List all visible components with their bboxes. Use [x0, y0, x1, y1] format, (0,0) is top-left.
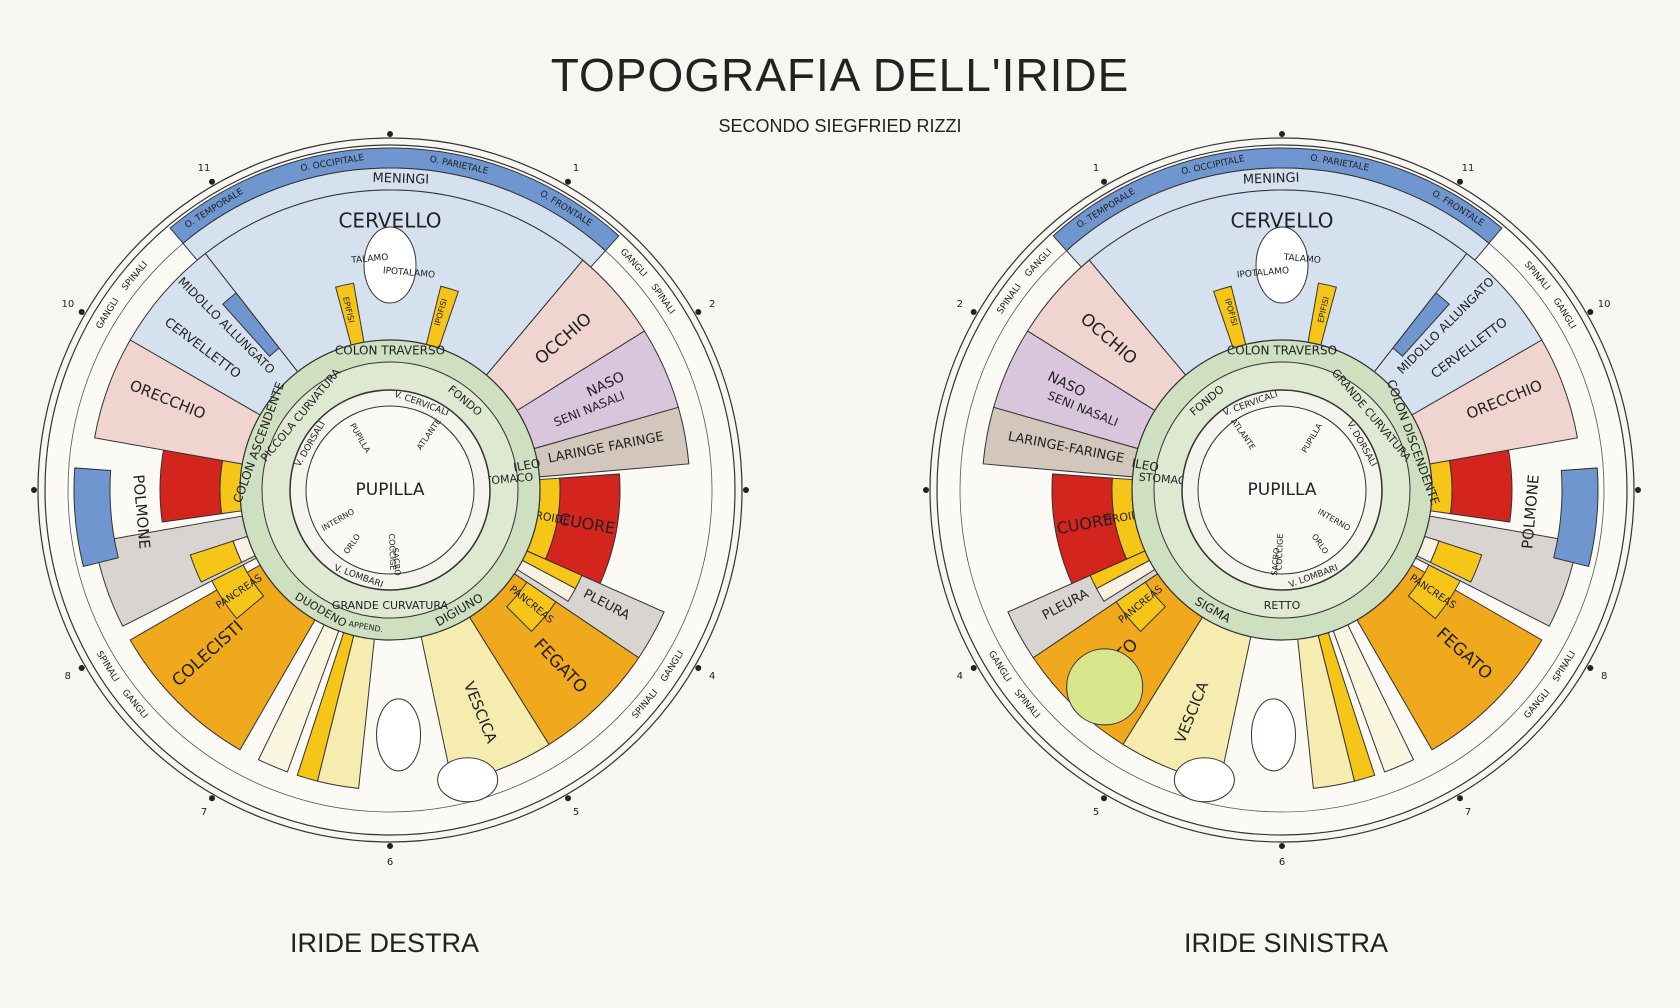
pupil-circle — [1197, 405, 1367, 575]
hour-label-11: 11 — [1462, 163, 1475, 174]
hour-label-10: 10 — [61, 299, 74, 310]
hour-label-5: 5 — [573, 807, 579, 818]
hour-dot — [78, 665, 85, 671]
hour-dot — [209, 178, 215, 185]
hour-label-8: 8 — [65, 671, 71, 682]
talamo-oval — [363, 226, 417, 304]
hour-label-1: 1 — [573, 163, 579, 174]
milza-circle — [1066, 648, 1144, 726]
hour-dot — [1587, 309, 1594, 315]
hour-dot — [1279, 843, 1285, 849]
label-meningi: MENINGI — [1243, 171, 1300, 188]
pupilla-label: PUPILLA — [356, 480, 425, 500]
label-colon-traverso: COLON TRAVERSO — [335, 344, 445, 358]
label-retto: RETTO — [1264, 599, 1301, 612]
utero-oval — [1250, 698, 1296, 772]
label-coccige: COCCIGE — [1275, 533, 1285, 570]
hour-label-2: 2 — [709, 299, 715, 310]
hour-dot — [1457, 795, 1463, 802]
caption-iride-sinistra: IRIDE SINISTRA — [1184, 928, 1389, 958]
cuore-left-block — [159, 449, 224, 523]
hour-dot — [923, 487, 929, 493]
cuore-left-block — [1448, 449, 1513, 523]
pupil-circle — [305, 405, 475, 575]
hour-dot — [1457, 178, 1463, 185]
label-ileo: ILEO — [512, 456, 541, 475]
label-sacro: SACRO — [391, 547, 402, 576]
hour-dot — [970, 309, 977, 315]
hour-dot — [209, 795, 215, 802]
hour-label-7: 7 — [1465, 807, 1471, 818]
hour-label-4: 4 — [957, 671, 963, 682]
label-ipotalamo: IPOTALAMO — [382, 266, 435, 281]
hour-dot — [1279, 131, 1285, 137]
hour-label-7: 7 — [201, 807, 207, 818]
hour-dot — [387, 131, 393, 137]
label-talamo: TALAMO — [1282, 253, 1321, 266]
label-colon-traverso: COLON TRAVERSO — [1227, 344, 1337, 358]
hour-dot — [743, 487, 749, 493]
grandi-labbra-oval — [437, 757, 499, 803]
label-coccige: COCCIGE — [387, 533, 397, 570]
hour-label-5: 5 — [1093, 807, 1099, 818]
utero-oval — [376, 698, 422, 772]
caption-iride-destra: IRIDE DESTRA — [290, 928, 480, 958]
hour-label-1: 1 — [1093, 163, 1099, 174]
hour-label-2: 2 — [957, 299, 963, 310]
hour-label-8: 8 — [1601, 671, 1607, 682]
hour-dot — [78, 309, 85, 315]
cervicale-box — [1553, 467, 1599, 568]
label-sacro: SACRO — [1270, 547, 1281, 576]
talamo-oval — [1255, 226, 1309, 304]
pancreas-pill — [1115, 581, 1167, 633]
hour-dot — [970, 665, 977, 671]
hour-dot — [387, 843, 393, 849]
epilessia-bar-a — [1392, 292, 1450, 357]
cervicale-box — [73, 467, 119, 568]
label-meningi: MENINGI — [372, 171, 429, 188]
hour-dot — [1635, 487, 1641, 493]
hour-dot — [1587, 665, 1594, 671]
hour-dot — [1101, 795, 1107, 802]
outer-guide-ring — [929, 137, 1635, 843]
pancreas-pill — [505, 581, 557, 633]
hour-dot — [1101, 178, 1107, 185]
pupilla-label: PUPILLA — [1248, 480, 1317, 500]
label-grande-curvatura: GRANDE CURVATURA — [332, 599, 449, 612]
pancreas-left-pill — [1407, 564, 1461, 620]
label-stomaco: STOMACO — [1138, 470, 1195, 488]
hour-dot — [31, 487, 37, 493]
hour-label-10: 10 — [1598, 299, 1611, 310]
hour-label-11: 11 — [198, 163, 211, 174]
grandi-labbra-oval — [1173, 757, 1235, 803]
hour-dot — [565, 795, 571, 802]
hour-label-6: 6 — [1279, 857, 1285, 868]
label-talamo: TALAMO — [350, 253, 389, 266]
hour-dot — [695, 665, 702, 671]
page-subtitle: SECONDO SIEGFRIED RIZZI — [718, 116, 962, 136]
label-ipotalamo: IPOTALAMO — [1237, 266, 1290, 281]
label-stomaco: STOMACO — [477, 470, 534, 488]
hour-label-6: 6 — [387, 857, 393, 868]
hour-dot — [565, 178, 571, 185]
label-ileo: ILEO — [1131, 456, 1160, 475]
page-title: TOPOGRAFIA DELL'IRIDE — [550, 49, 1130, 101]
hour-label-4: 4 — [709, 671, 715, 682]
epilessia-bar-a — [222, 292, 280, 357]
hour-dot — [695, 309, 702, 315]
outer-guide-ring — [37, 137, 743, 843]
